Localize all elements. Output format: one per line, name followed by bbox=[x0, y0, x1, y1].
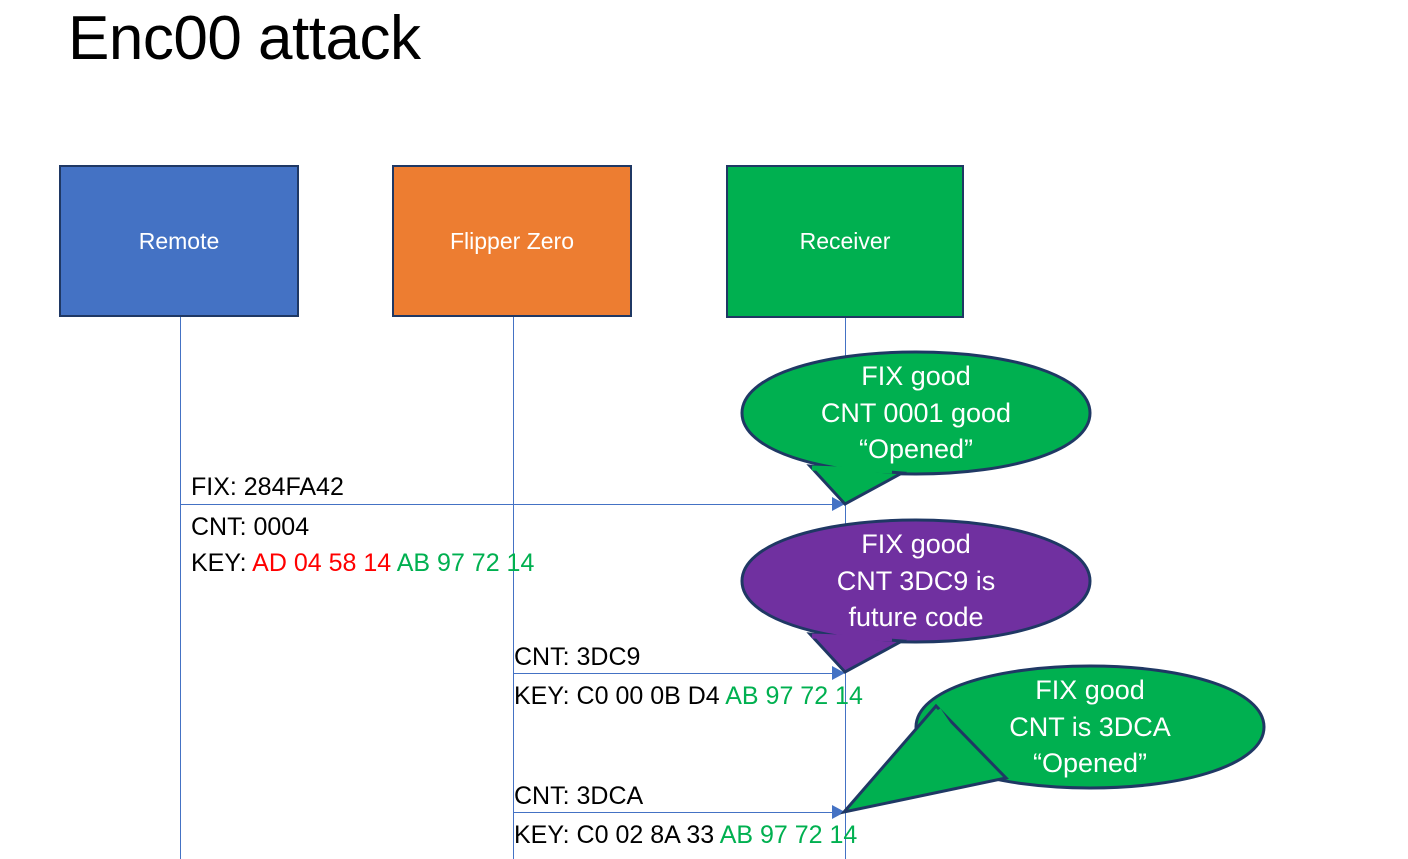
callout-bubble-3[interactable]: FIX good CNT is 3DCA “Opened” bbox=[839, 664, 1266, 820]
message-label-3-key: KEY: C0 02 8A 33 AB 97 72 14 bbox=[514, 821, 857, 849]
message-label-1-key: KEY: AD 04 58 14 AB 97 72 14 bbox=[191, 549, 534, 577]
message-line-3 bbox=[513, 812, 838, 813]
message-2-cnt-text: CNT: 3DC9 bbox=[514, 643, 641, 671]
callout-bubble-2[interactable]: FIX good CNT 3DC9 is future code bbox=[740, 518, 1092, 674]
message-2-key-prefix: KEY: C0 00 0B D4 bbox=[514, 682, 726, 710]
message-label-1-fix: FIX: 284FA42 bbox=[191, 473, 344, 501]
message-3-key-green-bytes: AB 97 72 14 bbox=[719, 821, 858, 849]
message-1-fix-text: FIX: 284FA42 bbox=[191, 473, 344, 501]
actor-label-receiver: Receiver bbox=[799, 228, 891, 254]
actor-box-remote[interactable]: Remote bbox=[59, 165, 299, 317]
message-line-1 bbox=[180, 504, 838, 505]
message-3-key-prefix: KEY: C0 02 8A 33 bbox=[514, 821, 720, 849]
page-title: Enc00 attack bbox=[68, 4, 421, 73]
actor-label-flipper: Flipper Zero bbox=[450, 227, 574, 254]
message-label-1-cnt: CNT: 0004 bbox=[191, 513, 309, 541]
message-1-cnt-text: CNT: 0004 bbox=[191, 513, 310, 541]
callout-2-shape bbox=[740, 518, 1092, 674]
message-label-2-cnt: CNT: 3DC9 bbox=[514, 643, 640, 671]
callout-bubble-1[interactable]: FIX good CNT 0001 good “Opened” bbox=[740, 350, 1092, 506]
callout-1-shape bbox=[740, 350, 1092, 506]
lifeline-remote bbox=[180, 317, 181, 859]
message-1-key-green-bytes: AB 97 72 14 bbox=[396, 549, 535, 577]
callout-3-shape bbox=[839, 664, 1266, 815]
message-3-cnt-text: CNT: 3DCA bbox=[514, 782, 644, 810]
message-1-key-prefix: KEY: bbox=[191, 549, 253, 577]
message-2-key-green-bytes: AB 97 72 14 bbox=[725, 682, 863, 710]
actor-box-receiver[interactable]: Receiver bbox=[726, 165, 964, 318]
actor-box-flipper[interactable]: Flipper Zero bbox=[392, 165, 632, 317]
message-1-key-red-bytes: AD 04 58 14 bbox=[252, 549, 392, 577]
message-label-2-key: KEY: C0 00 0B D4 AB 97 72 14 bbox=[514, 682, 863, 710]
message-label-3-cnt: CNT: 3DCA bbox=[514, 782, 643, 810]
message-arrowhead-3 bbox=[832, 805, 845, 819]
actor-label-remote: Remote bbox=[138, 227, 220, 254]
lifeline-flipper bbox=[513, 317, 514, 859]
message-line-2 bbox=[513, 673, 838, 674]
